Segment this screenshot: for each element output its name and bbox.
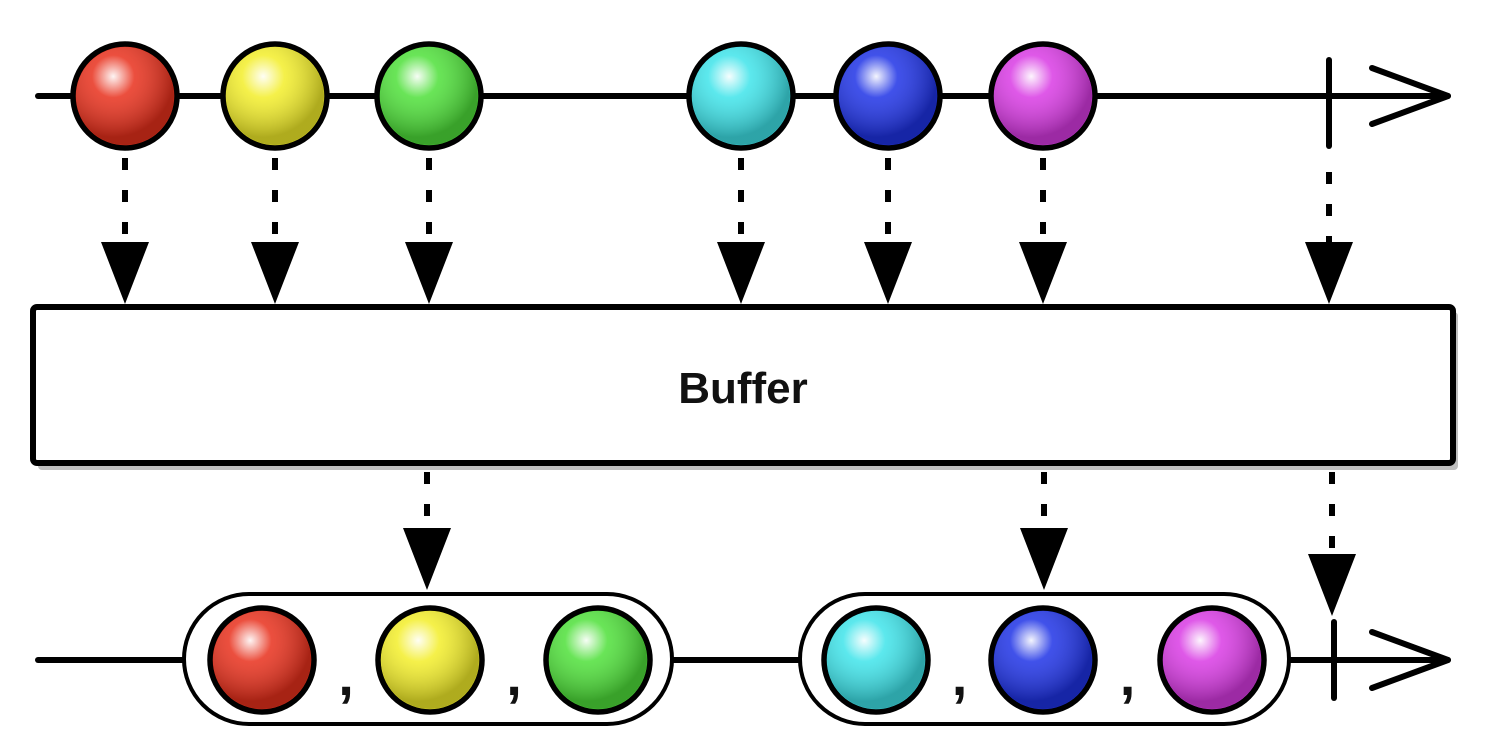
input-connector-yellow-arrow [251, 242, 299, 304]
input-marble-green-gloss [380, 47, 478, 145]
input-connector-cyan-arrow [717, 242, 765, 304]
input-timeline-arrowhead [1369, 65, 1451, 127]
buffer-operator-box: Buffer [30, 304, 1458, 470]
output-connector-completion [1308, 472, 1356, 616]
input-marble-blue [833, 41, 943, 151]
output-separator: , [506, 644, 522, 707]
output-marble-magenta-gloss [1163, 611, 1261, 709]
input-connector-green [405, 158, 453, 304]
input-marble-yellow [220, 41, 330, 151]
input-marble-red-gloss [76, 47, 174, 145]
input-connector-blue-arrow [864, 242, 912, 304]
output-marble-yellow [375, 605, 485, 715]
input-marble-cyan-gloss [692, 47, 790, 145]
input-connector-red [101, 158, 149, 304]
input-marble-green [374, 41, 484, 151]
output-marble-blue [988, 605, 1098, 715]
output-timeline-arrowhead [1369, 629, 1451, 691]
input-marble-magenta-gloss [994, 47, 1092, 145]
output-connector-group-2-arrow [1020, 528, 1068, 590]
output-connector-completion-arrow [1308, 554, 1356, 616]
input-connector-completion [1305, 172, 1353, 304]
output-group-2: ,, [798, 592, 1291, 726]
input-marble-cyan [686, 41, 796, 151]
input-marble-red [70, 41, 180, 151]
output-marble-red [207, 605, 317, 715]
output-marble-cyan-gloss [827, 611, 925, 709]
input-connector-magenta-arrow [1019, 242, 1067, 304]
output-marble-green [543, 605, 653, 715]
input-connector-cyan [717, 158, 765, 304]
input-connector-yellow [251, 158, 299, 304]
output-marble-yellow-gloss [381, 611, 479, 709]
output-separator: , [338, 644, 354, 707]
output-connector-group-2 [1020, 472, 1068, 590]
input-connectors [101, 158, 1353, 304]
output-marble-blue-gloss [994, 611, 1092, 709]
output-marble-green-gloss [549, 611, 647, 709]
input-marble-blue-gloss [839, 47, 937, 145]
output-groups: ,,,, [182, 592, 1291, 726]
output-marble-magenta [1157, 605, 1267, 715]
input-connector-magenta [1019, 158, 1067, 304]
operator-label: Buffer [678, 364, 808, 413]
output-marble-cyan [821, 605, 931, 715]
output-marble-red-gloss [213, 611, 311, 709]
input-connector-completion-arrow [1305, 242, 1353, 304]
input-connector-blue [864, 158, 912, 304]
output-separator: , [1120, 644, 1136, 707]
output-group-1: ,, [182, 592, 674, 726]
operator-box [30, 304, 1456, 466]
output-connector-group-1-arrow [403, 528, 451, 590]
output-separator: , [952, 644, 968, 707]
input-marble-magenta [988, 41, 1098, 151]
input-marbles [70, 41, 1098, 151]
input-marble-yellow-gloss [226, 47, 324, 145]
output-connectors [403, 472, 1356, 616]
input-connector-red-arrow [101, 242, 149, 304]
output-connector-group-1 [403, 472, 451, 590]
input-connector-green-arrow [405, 242, 453, 304]
